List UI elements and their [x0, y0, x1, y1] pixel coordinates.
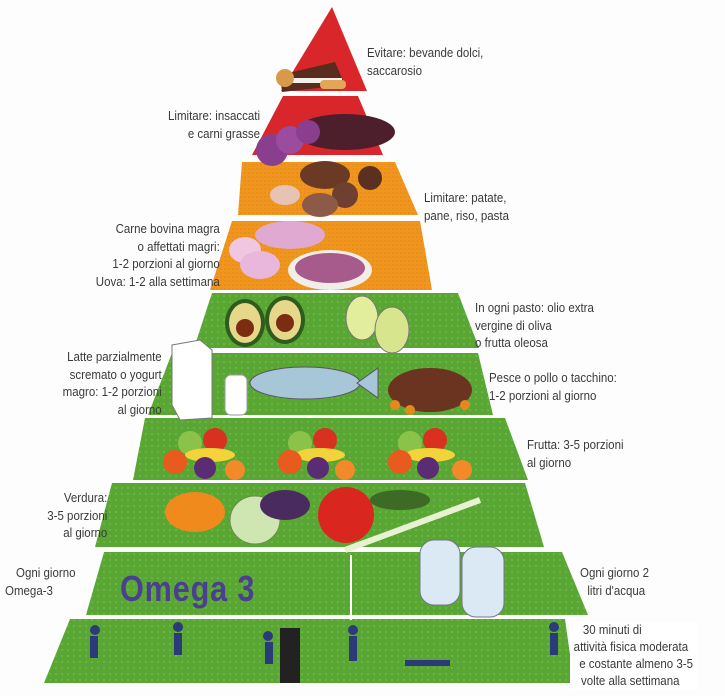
meat-eggs-icon [229, 221, 372, 290]
label-fish-poultry: Pesce o pollo o tacchino:1-2 porzioni al… [489, 371, 617, 403]
omega3-title: Omega 3 [120, 568, 256, 609]
roast-chicken-icon [388, 368, 472, 415]
label-starches: Limitare: patate, pane, riso, pasta [424, 191, 510, 223]
cake-icon [276, 62, 346, 92]
avocado-icon [225, 296, 305, 347]
vegetables-icon [165, 487, 482, 553]
salami-icon [256, 114, 395, 166]
exercise-figures-icon [90, 622, 559, 683]
fruit-icon [163, 428, 472, 480]
water-pitchers-icon [419, 539, 505, 618]
label-fruit: Frutta: 3-5 porzioni al giorno [527, 438, 624, 470]
milk-carton-icon [171, 339, 248, 421]
label-sweets: Evitare: bevande dolci, saccarosio [367, 46, 484, 78]
olive-oil-icon [345, 295, 410, 354]
fish-icon [249, 366, 379, 400]
tier-green-6 [44, 619, 574, 683]
bread-potatoes-icon [270, 161, 382, 217]
